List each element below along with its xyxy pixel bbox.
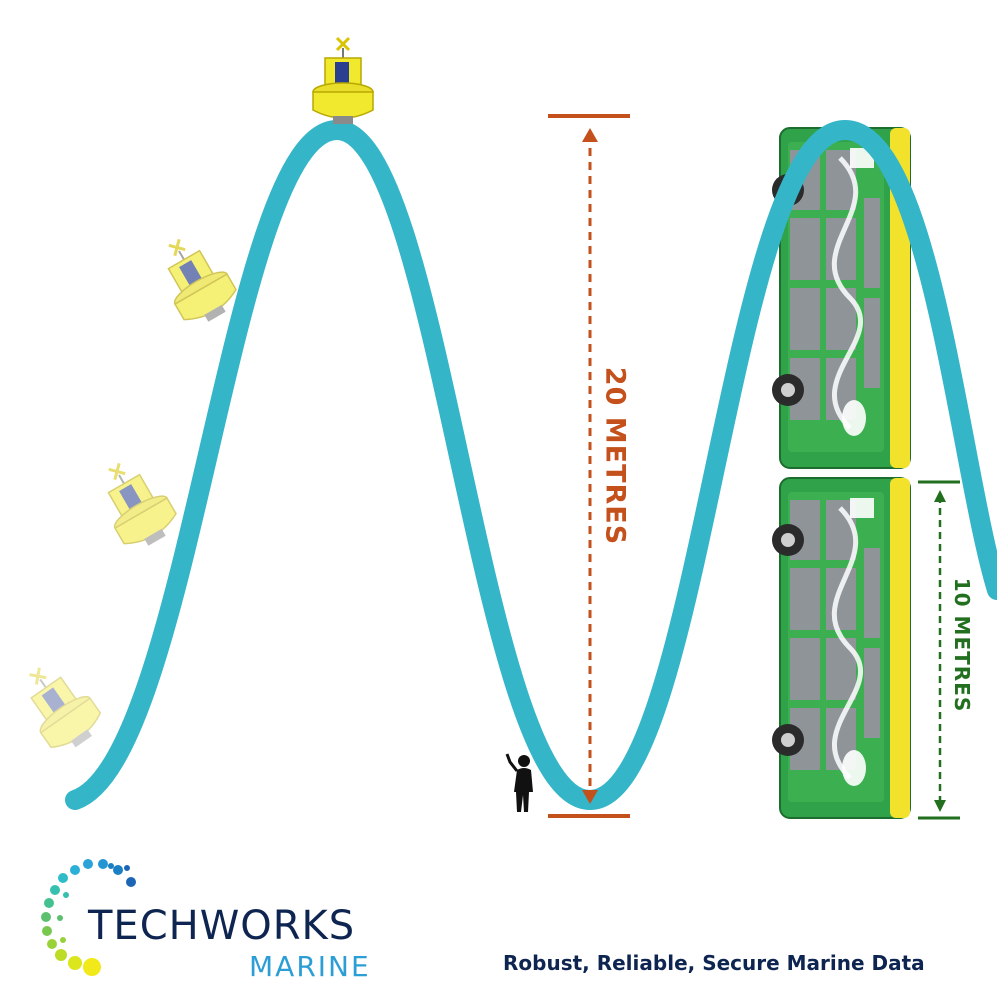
buoy-icon xyxy=(8,652,110,761)
wave-line xyxy=(65,119,997,811)
bus-height-label: 10 METRES xyxy=(950,577,974,713)
logo-dots-icon xyxy=(41,859,136,976)
brand-name: TECHWORKS xyxy=(88,903,356,949)
person-icon xyxy=(505,753,533,812)
bus-icon xyxy=(772,478,910,818)
wave-height-label: 20 METRES xyxy=(599,366,631,546)
buoy-icon xyxy=(86,449,185,558)
buoy-icon xyxy=(311,36,375,126)
tagline: Robust, Reliable, Secure Marine Data xyxy=(503,951,925,975)
dimension-20m xyxy=(548,114,630,818)
dimension-10m xyxy=(918,480,960,820)
buoy-icon xyxy=(146,225,245,334)
brand-sub: MARINE xyxy=(249,950,371,983)
